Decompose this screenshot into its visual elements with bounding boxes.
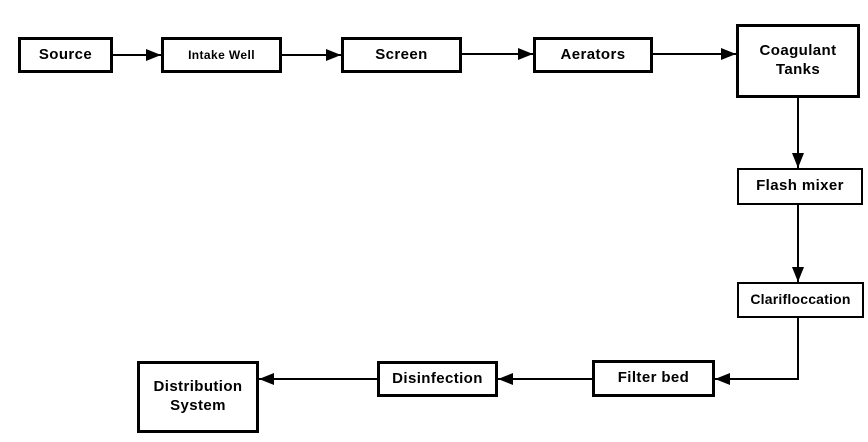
node-coagulant-tanks: Coagulant Tanks — [736, 24, 860, 98]
node-source-label: Source — [38, 45, 93, 63]
node-source: Source — [18, 37, 113, 73]
node-filter-bed: Filter bed — [592, 360, 715, 397]
node-clarifloccation: Clarifloccation — [737, 282, 864, 318]
node-aerators-label: Aerators — [560, 45, 626, 63]
node-aerators: Aerators — [533, 37, 653, 73]
node-screen-label: Screen — [375, 45, 428, 63]
node-flash-mixer-label: Flash mixer — [756, 177, 844, 195]
node-coagulant-tanks-label: Coagulant Tanks — [759, 42, 837, 78]
node-disinfection: Disinfection — [377, 361, 498, 397]
node-disinfection-label: Disinfection — [392, 369, 483, 387]
node-flash-mixer: Flash mixer — [737, 168, 863, 205]
node-clarifloccation-label: Clarifloccation — [750, 291, 851, 308]
node-distribution-system-label: Distribution System — [153, 378, 243, 414]
arrow-clarifloccation-to-filter-bed — [715, 318, 799, 385]
node-intake-well: Intake Well — [161, 37, 282, 73]
node-distribution-system: Distribution System — [137, 361, 259, 433]
node-filter-bed-label: Filter bed — [617, 369, 690, 387]
node-screen: Screen — [341, 37, 462, 73]
node-intake-well-label: Intake Well — [188, 47, 255, 62]
